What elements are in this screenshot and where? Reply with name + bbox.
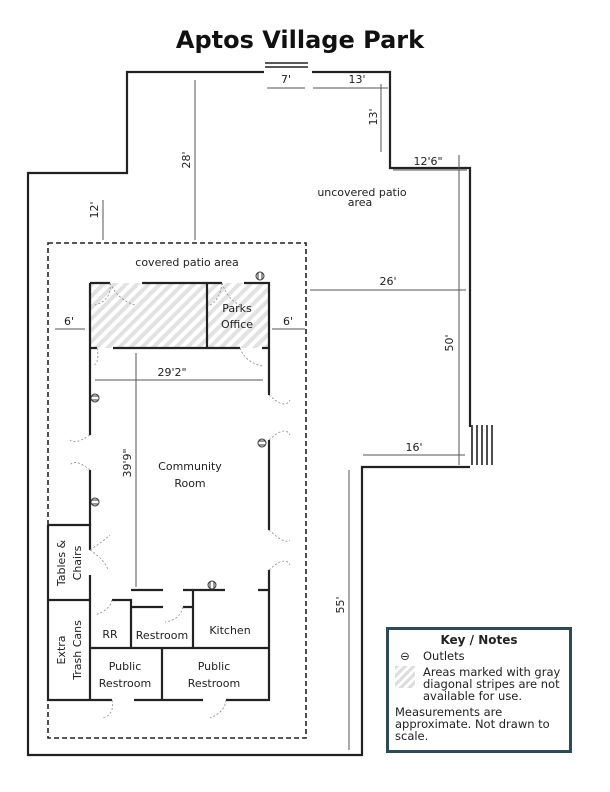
public-restroom-1-label: Public [109, 660, 142, 673]
public-restroom-2-label-2: Restroom [188, 677, 240, 690]
dim-east-gap: 6' [283, 315, 293, 328]
page-title: Aptos Village Park [176, 26, 425, 54]
public-restroom-1-label-2: Restroom [99, 677, 151, 690]
outlet-icon: ⊖ [400, 649, 410, 663]
parks-office-label: Parks [222, 302, 252, 315]
key-note: Measurements are approximate. Not drawn … [395, 705, 550, 743]
key-title: Key / Notes [440, 633, 518, 647]
tables-chairs-label: Tables & [55, 539, 68, 587]
key-stripes-row: Areas marked with gray diagonal stripes … [395, 666, 563, 702]
building-walls [46, 281, 271, 702]
community-room-label-2: Room [174, 477, 205, 490]
dim-right-drop: 13' [367, 108, 380, 125]
key-outlets-row: ⊖ Outlets [395, 650, 563, 662]
stripe-swatch-icon [395, 666, 415, 688]
extra-trash-label: Extra [55, 635, 68, 664]
dim-building-depth: 39'9" [121, 448, 134, 477]
unavailable-area [90, 283, 207, 348]
key-outlets-label: Outlets [423, 649, 465, 663]
kitchen-label: Kitchen [209, 624, 250, 637]
restroom-label: Restroom [136, 629, 188, 642]
dim-top-right: 13' [348, 73, 365, 86]
dim-west-gap: 6' [64, 315, 74, 328]
dim-notch: 12'6" [413, 155, 442, 168]
dim-east-patio: 26' [379, 275, 396, 288]
parks-office-label-2: Office [221, 318, 253, 331]
covered-patio-label: covered patio area [135, 256, 238, 269]
extra-trash-label-2: Trash Cans [71, 620, 84, 681]
dim-building-width: 29'2" [157, 366, 186, 379]
door-swings [69, 282, 291, 719]
property-boundary-east [312, 70, 472, 427]
rr-label: RR [102, 628, 118, 641]
uncovered-patio-label: uncovered patio [317, 186, 407, 199]
uncovered-patio-label-2: area [348, 196, 373, 209]
dimension-labels: 7' 13' 13' 28' 12' 12'6" 50' 26' 6' 6' 2… [64, 73, 456, 614]
public-restroom-2-label: Public [198, 660, 231, 673]
entrance-gate [265, 62, 308, 68]
area-labels: uncovered patio area covered patio area … [55, 186, 407, 690]
dim-top-depth: 28' [180, 151, 193, 168]
community-room-label: Community [158, 460, 222, 473]
dim-east-depth: 50' [443, 334, 456, 351]
tables-chairs-label-2: Chairs [71, 545, 84, 580]
dim-stairs-offset: 16' [405, 441, 422, 454]
key-stripes-label: Areas marked with gray diagonal stripes … [423, 665, 561, 703]
property-boundary [26, 70, 470, 757]
outlet-icons [90, 271, 267, 590]
parks-office-area [207, 283, 269, 348]
dimension-lines [55, 80, 467, 750]
stairs [471, 425, 493, 465]
key-notes-panel: Key / Notes ⊖ Outlets Areas marked with … [386, 627, 572, 753]
dim-left-depth: 12' [88, 201, 101, 218]
dim-south-length: 55' [334, 596, 347, 613]
dim-gate: 7' [281, 73, 291, 86]
covered-patio-boundary [47, 242, 307, 739]
